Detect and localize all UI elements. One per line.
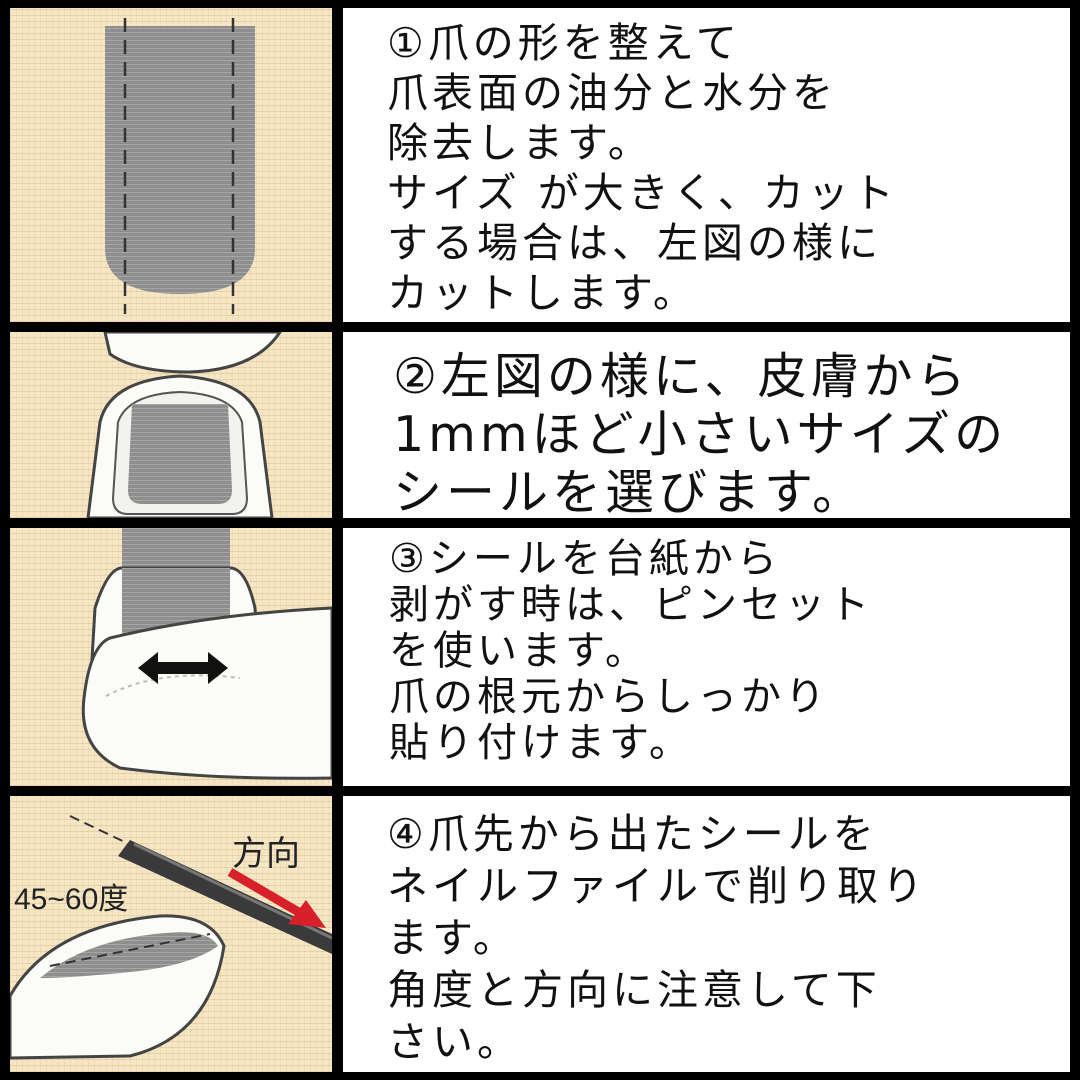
nail-cut-diagram [105,18,255,314]
step2-text-panel: ②左図の様に、皮膚から 1mmほど小さいサイズの シールを選びます。 [343,332,1070,518]
step1-text: ①爪の形を整えて 爪表面の油分と水分を 除去します。 サイズ が大きく、カット … [387,19,898,317]
step1-text-panel: ①爪の形を整えて 爪表面の油分と水分を 除去します。 サイズ が大きく、カット … [343,8,1070,322]
double-arrow [138,652,228,684]
step4-text: ④爪先から出たシールを ネイルファイルで削り取り ます。 角度と方向に注意して下… [387,810,927,1066]
step2-illustration [10,332,332,518]
step1-illustration [10,8,332,322]
step4-illustration: 方向 45~60度 [10,796,332,1072]
tweezers [81,606,332,780]
seal-shape [128,404,232,504]
nail-file-diagram [10,815,332,1060]
nail-shape [105,26,255,294]
upper-finger [103,332,282,374]
nail-area [40,932,218,978]
finger-seal-diagram [86,332,282,518]
nail-file [118,840,332,954]
tweezers-diagram [81,528,332,780]
step2-text: ②左図の様に、皮膚から 1mmほど小さいサイズの シールを選びます。 [393,348,1008,518]
angle-label: 45~60度 [14,883,129,916]
step3-text-panel: ③シールを台紙から 剥がす時は、ピンセット を使います。 爪の根元からしっかり … [343,528,1070,786]
step4-text-panel: ④爪先から出たシールを ネイルファイルで削り取り ます。 角度と方向に注意して下… [343,796,1070,1072]
direction-arrow [227,868,305,918]
direction-label: 方向 [232,835,300,873]
step3-illustration [10,528,332,786]
step3-text: ③シールを台紙から 剥がす時は、ピンセット を使います。 爪の根元からしっかり … [389,536,873,766]
